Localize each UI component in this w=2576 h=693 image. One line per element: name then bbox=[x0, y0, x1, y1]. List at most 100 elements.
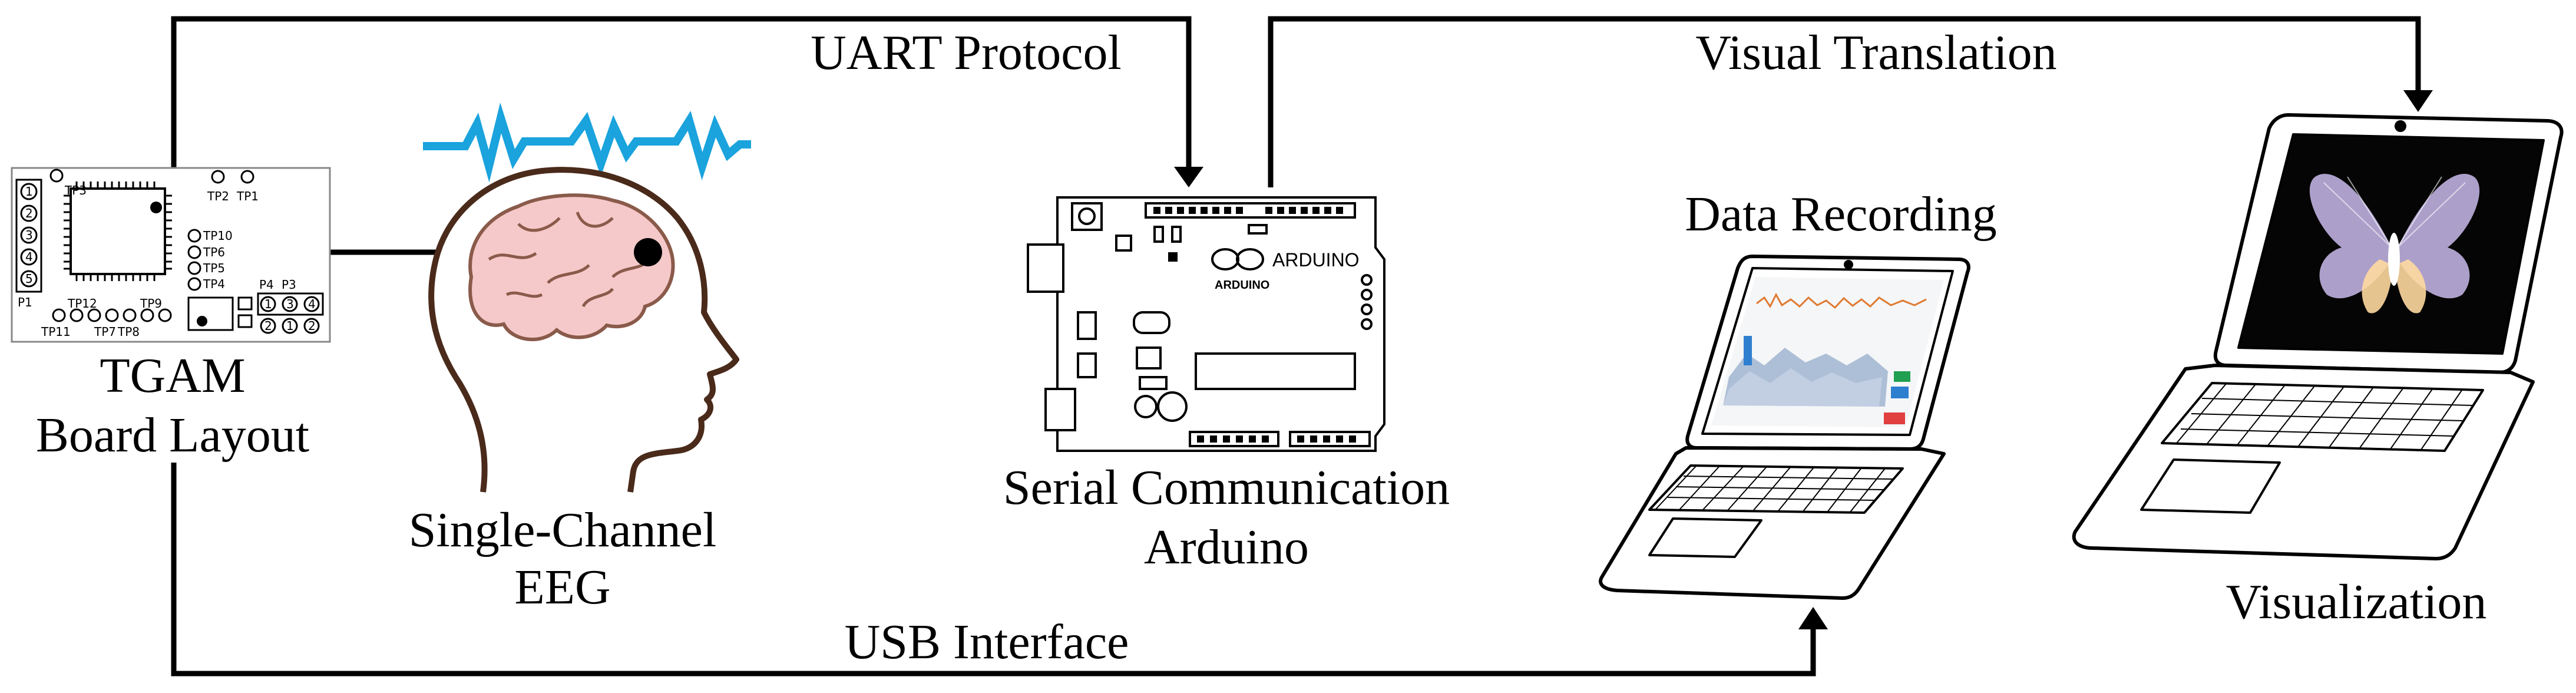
pin-label: 2 bbox=[25, 206, 33, 220]
pin-header bbox=[15, 179, 42, 293]
test-points-bottom bbox=[52, 308, 172, 322]
component bbox=[1077, 311, 1097, 340]
data-recording-label: Data Recording bbox=[1685, 187, 1997, 242]
pin-label: 1 bbox=[264, 297, 272, 311]
smd-pad bbox=[237, 314, 253, 328]
arduino-logo bbox=[1211, 248, 1264, 270]
p4-label: P4 bbox=[259, 278, 274, 292]
connector-p-pins bbox=[260, 296, 320, 334]
spectrum-area bbox=[1723, 368, 1882, 407]
recording-screen-content bbox=[1711, 277, 1944, 427]
power-header bbox=[1189, 431, 1279, 447]
microcontroller-chip-icon bbox=[70, 187, 166, 275]
pin-label: 4 bbox=[25, 250, 33, 264]
connector-p bbox=[257, 292, 324, 316]
status-button bbox=[1891, 387, 1909, 398]
pin-label: 4 bbox=[308, 297, 316, 311]
atmega-chip bbox=[1195, 352, 1356, 390]
pin-label: 5 bbox=[25, 272, 33, 286]
visual-translation-label: Visual Translation bbox=[1695, 25, 2057, 80]
arduino-logo-small: ARDUINO bbox=[1215, 279, 1269, 292]
butterfly-icon bbox=[2309, 174, 2480, 314]
arduino-board-icon bbox=[1027, 196, 1385, 452]
usb-port bbox=[1027, 243, 1064, 293]
uart-protocol-label: UART Protocol bbox=[811, 25, 1122, 80]
usb-arrowhead bbox=[1798, 607, 1828, 629]
small-chip bbox=[187, 296, 234, 331]
chip-pins bbox=[64, 182, 172, 281]
led bbox=[1168, 252, 1178, 262]
laptop-camera bbox=[2395, 120, 2406, 132]
small-chip-dot bbox=[197, 316, 207, 326]
pin-label: 3 bbox=[25, 228, 33, 242]
tp-label: TP11 bbox=[41, 325, 71, 339]
tgam-board: 1 2 3 4 5 P1 TP3 TP2 TP1 TP10 TP6 TP5 TP… bbox=[11, 167, 331, 343]
hole bbox=[1361, 289, 1373, 301]
laptop-keyboard bbox=[2161, 382, 2484, 452]
pin-header-pins bbox=[20, 183, 38, 288]
component bbox=[1248, 224, 1268, 235]
arduino-logo-text: ARDUINO bbox=[1272, 249, 1360, 270]
reset-button-knob bbox=[1078, 207, 1096, 225]
laptop-base bbox=[1599, 446, 1946, 600]
serial-label-line1: Serial Communication bbox=[1003, 460, 1450, 515]
eeg-label-line2: EEG bbox=[514, 560, 611, 615]
tgam-label-line1: TGAM bbox=[100, 348, 246, 403]
keyboard-grid bbox=[1655, 465, 1894, 513]
tp-label: TP2 bbox=[207, 189, 229, 203]
eeg-label-line1: Single-Channel bbox=[408, 503, 717, 557]
laptop-trackpad bbox=[1648, 517, 1762, 558]
test-points-right bbox=[187, 229, 201, 291]
brain-icon bbox=[468, 193, 675, 341]
p3-label: P3 bbox=[282, 278, 296, 292]
digital-header bbox=[1145, 202, 1356, 219]
component bbox=[1139, 376, 1168, 390]
laptop-trackpad bbox=[2140, 458, 2281, 514]
pin-label: 2 bbox=[308, 319, 316, 333]
p1-label: P1 bbox=[18, 295, 32, 309]
hole bbox=[1361, 274, 1373, 286]
tp-label: TP12 bbox=[67, 296, 97, 311]
laptop-keyboard bbox=[1648, 464, 1904, 514]
usb-interface-label: USB Interface bbox=[844, 615, 1129, 669]
tp-label: TP6 bbox=[203, 245, 225, 259]
bottom-header-pins bbox=[1197, 435, 1356, 443]
tp-label: TP3 bbox=[64, 183, 87, 197]
level-bar bbox=[1744, 336, 1752, 365]
digital-header-pins bbox=[1153, 207, 1343, 214]
chip-dot bbox=[150, 202, 162, 213]
visualization-label: Visualization bbox=[2226, 575, 2487, 629]
capacitor bbox=[1157, 391, 1188, 422]
tgam-label-line2: Board Layout bbox=[35, 408, 310, 463]
component bbox=[1115, 235, 1132, 252]
electrode-dot bbox=[634, 238, 662, 266]
smd-pad bbox=[237, 296, 253, 311]
eeg-signal-trace bbox=[1756, 292, 1927, 309]
usb-connector bbox=[171, 463, 1816, 676]
arrowheads bbox=[1174, 90, 2433, 629]
eeg-wave-icon bbox=[423, 102, 751, 183]
capacitor bbox=[1134, 395, 1158, 418]
pin-label: 1 bbox=[25, 184, 33, 199]
connector-lines bbox=[171, 16, 2421, 676]
serial-label-line2: Arduino bbox=[1144, 520, 1309, 575]
pin-label: 3 bbox=[286, 297, 294, 311]
record-button bbox=[1884, 412, 1905, 424]
component bbox=[1077, 352, 1097, 378]
component bbox=[1171, 226, 1182, 243]
tp-label: TP10 bbox=[203, 229, 233, 243]
power-jack bbox=[1044, 388, 1076, 431]
visual-arrowhead bbox=[2403, 90, 2433, 112]
hole bbox=[1361, 318, 1373, 330]
crystal bbox=[1133, 311, 1170, 334]
hole bbox=[1361, 303, 1373, 315]
tp-label: TP7 bbox=[94, 325, 116, 339]
visual-translation-connector bbox=[1268, 16, 2421, 187]
laptop-base bbox=[2072, 364, 2535, 560]
arduino-outline bbox=[1056, 196, 1385, 452]
tp-label: TP9 bbox=[140, 296, 162, 311]
reset-button bbox=[1071, 202, 1103, 231]
keyboard-grid bbox=[2176, 382, 2474, 450]
